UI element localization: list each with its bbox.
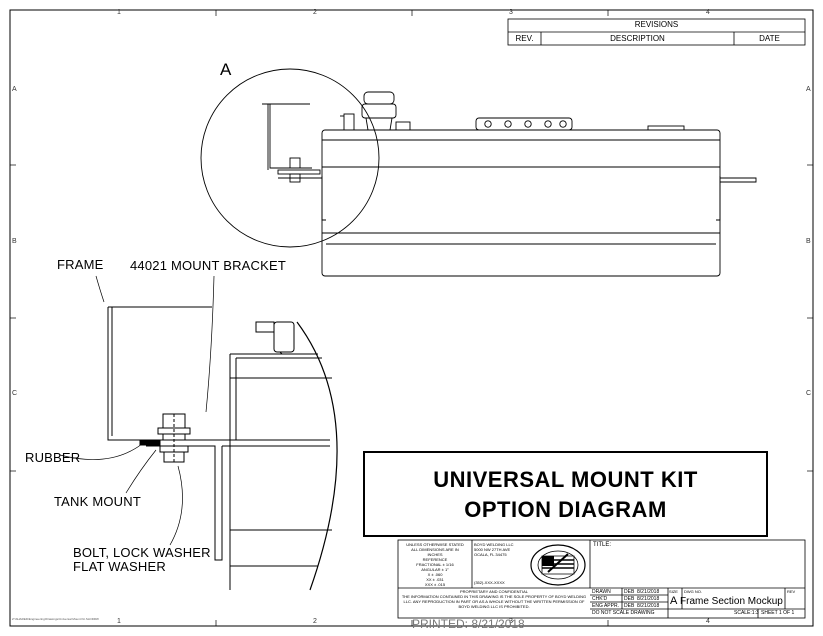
- revisions-col-description: DESCRIPTION: [610, 34, 665, 43]
- zone-label-right-c: C: [806, 390, 812, 397]
- dwg-no-label: DWG NO.: [684, 589, 702, 594]
- tolerance-line: FRACTIONAL ± 1/16: [416, 562, 454, 567]
- size-label: SIZE: [669, 589, 678, 594]
- revisions-col-rev: REV.: [515, 34, 534, 43]
- zone-label-top-1: 1: [117, 9, 121, 16]
- zone-label-left-a: A: [12, 86, 17, 93]
- checked-date: 8/21/2018: [637, 596, 660, 602]
- tolerance-line: UNLESS OTHERWISE STATED: [406, 542, 464, 547]
- tolerance-notes: UNLESS OTHERWISE STATED ALL DIMENSIONS A…: [400, 542, 470, 587]
- tolerance-line: INCHES: [427, 552, 443, 557]
- eng-approval-by: DEB: [624, 603, 635, 609]
- title-field-label: TITLE:: [593, 542, 612, 548]
- zone-label-bottom-3: 3: [509, 618, 513, 625]
- tank-mount-callout: TANK MOUNT: [54, 494, 141, 509]
- tolerance-line: XX ± .031: [426, 577, 444, 582]
- zone-label-bottom-1: 1: [117, 618, 121, 625]
- rubber-callout: RUBBER: [25, 450, 81, 465]
- company-logo: [530, 544, 586, 586]
- diagram-title-box: UNIVERSAL MOUNT KIT OPTION DIAGRAM: [363, 451, 768, 537]
- zone-label-left-c: C: [12, 390, 18, 397]
- company-line: OCALA, FL 34475: [474, 552, 507, 557]
- mount-bracket-callout: 44021 MOUNT BRACKET: [130, 258, 286, 273]
- company-phone: (352)-XXX-XXXX: [474, 580, 505, 585]
- diagram-title-line2: OPTION DIAGRAM: [464, 497, 667, 522]
- proprietary-heading: PROPRIETARY AND CONFIDENTIAL: [459, 589, 528, 594]
- diagram-title-line1: UNIVERSAL MOUNT KIT: [433, 467, 698, 492]
- proprietary-notice: PROPRIETARY AND CONFIDENTIAL THE INFORMA…: [400, 589, 588, 609]
- zone-label-bottom-2: 2: [313, 618, 317, 625]
- zone-label-top-2: 2: [313, 9, 317, 16]
- do-not-scale-note: DO NOT SCALE DRAWING: [592, 610, 655, 616]
- eng-approval-label: ENG APPR.: [592, 603, 619, 609]
- checked-label: CHK'D: [592, 596, 608, 602]
- tolerance-line: XXX ± .015: [424, 582, 446, 587]
- company-address: BOYD WELDING LLC 5000 NW 27TH AVE OCALA,…: [474, 542, 534, 557]
- bolt-callout-line2: FLAT WASHER: [73, 559, 166, 574]
- frame-callout: FRAME: [57, 257, 104, 272]
- sheet-number: SHEET 1 OF 1: [761, 610, 795, 616]
- drawn-label: DRAWN: [592, 589, 611, 595]
- scale-value: SCALE:1:3: [734, 610, 759, 616]
- rev-label: REV: [787, 589, 796, 594]
- zone-label-right-a: A: [806, 86, 811, 93]
- drawn-date: 8/21/2018: [637, 589, 660, 595]
- tolerance-line: ANGULAR ± 1°: [421, 567, 449, 572]
- file-path: Z:\SHARED\Engineering\Drawings\Universal…: [12, 617, 99, 621]
- zone-label-top-4: 4: [706, 9, 710, 16]
- tolerance-line: X ± .060: [427, 572, 443, 577]
- company-line: 5000 NW 27TH AVE: [474, 547, 511, 552]
- zone-label-top-3: 3: [509, 9, 513, 16]
- bolt-callout-line1: BOLT, LOCK WASHER: [73, 545, 211, 560]
- eng-approval-date: 8/21/2018: [637, 603, 660, 609]
- tolerance-line: ALL DIMENSIONS ARE IN: [411, 547, 459, 552]
- revisions-col-date: DATE: [759, 34, 780, 43]
- checked-by: DEB: [624, 596, 635, 602]
- company-line: BOYD WELDING LLC: [474, 542, 514, 547]
- revisions-heading: REVISIONS: [634, 20, 679, 29]
- printed-date: PRINTED: 8/21/2018: [412, 617, 525, 631]
- detail-label: A: [220, 60, 232, 79]
- zone-label-bottom-4: 4: [706, 618, 710, 625]
- size-value: A: [670, 595, 678, 607]
- tolerance-line: REFERENCE: [422, 557, 448, 562]
- zone-label-left-b: B: [12, 238, 17, 245]
- zone-label-right-b: B: [806, 238, 811, 245]
- proprietary-text: THE INFORMATION CONTAINED IN THIS DRAWIN…: [401, 594, 587, 609]
- drawn-by: DEB: [624, 589, 635, 595]
- dwg-no-value: Frame Section Mockup: [680, 596, 783, 607]
